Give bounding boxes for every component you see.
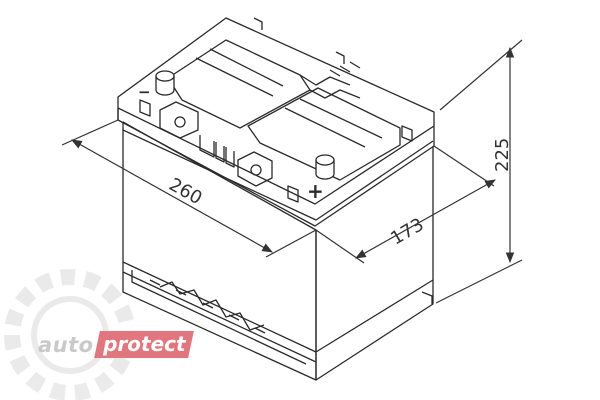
autoprotect-watermark: auto protect <box>38 331 194 358</box>
positive-terminal-label: + <box>307 179 324 203</box>
watermark-protect-badge: protect <box>93 331 194 358</box>
watermark-protect-text: protect <box>102 332 186 356</box>
positive-terminal <box>315 154 335 180</box>
length-dimension <box>61 119 317 258</box>
negative-terminal-label: − <box>138 83 151 101</box>
width-dimension <box>315 145 496 264</box>
height-dimension <box>435 39 523 304</box>
lid-cover-left <box>167 39 311 129</box>
width-label: 173 <box>387 214 427 249</box>
negative-terminal <box>155 70 175 96</box>
height-label: 225 <box>492 138 513 172</box>
watermark-auto-text: auto <box>38 332 94 357</box>
